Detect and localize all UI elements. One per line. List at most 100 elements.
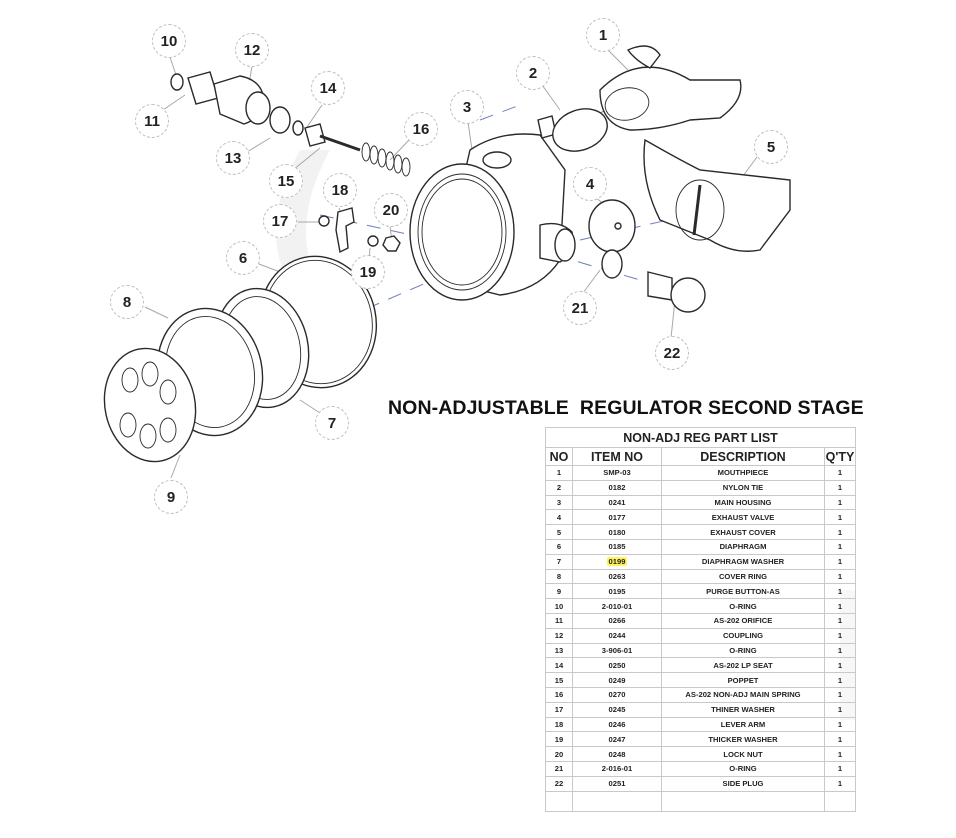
front-assembly-drawing bbox=[103, 255, 378, 463]
description-cell: PURGE BUTTON-AS bbox=[661, 583, 825, 600]
description-cell: AS-202 LP SEAT bbox=[661, 657, 825, 674]
part-no-cell: 6 bbox=[545, 538, 573, 555]
qty-cell: 1 bbox=[823, 612, 857, 629]
qty-cell: 1 bbox=[823, 494, 857, 511]
qty-cell: 1 bbox=[823, 465, 857, 481]
parts-list-table: NON-ADJ REG PART LIST NO ITEM NO DESCRIP… bbox=[544, 427, 857, 812]
item-no-cell: 2-016-01 bbox=[572, 760, 662, 777]
description-cell: POPPET bbox=[661, 672, 825, 688]
qty-cell: 1 bbox=[823, 716, 857, 733]
callout-main-housing: 3 bbox=[450, 90, 484, 124]
description-cell: MAIN HOUSING bbox=[661, 494, 825, 511]
parts-list-caption-row: NON-ADJ REG PART LIST bbox=[544, 427, 857, 448]
diagram-title: NON-ADJUSTABLE REGULATOR SECOND STAGE bbox=[388, 397, 864, 419]
qty-cell: 1 bbox=[823, 524, 857, 540]
qty-cell: 1 bbox=[823, 746, 857, 762]
item-no-cell: 3-906-01 bbox=[572, 642, 662, 659]
exhaust-cover-drawing bbox=[643, 138, 791, 252]
part-no-cell: 20 bbox=[545, 746, 573, 762]
callout-poppet: 15 bbox=[269, 164, 303, 198]
callout-main-spring: 16 bbox=[404, 112, 438, 146]
description-cell: EXHAUST COVER bbox=[661, 524, 825, 540]
callout-lp-seat: 14 bbox=[311, 71, 345, 105]
empty-cell bbox=[572, 790, 662, 812]
part-no-cell: 11 bbox=[545, 612, 573, 629]
description-cell: O-RING bbox=[661, 642, 825, 659]
qty-cell: 1 bbox=[823, 701, 857, 718]
col-header-description: DESCRIPTION bbox=[661, 447, 825, 466]
callout-nylon-tie: 2 bbox=[516, 56, 550, 90]
empty-cell bbox=[661, 790, 825, 812]
part-no-cell: 8 bbox=[545, 568, 573, 585]
qty-cell: 1 bbox=[823, 686, 857, 703]
col-header-item-no: ITEM NO bbox=[572, 447, 662, 466]
description-cell: LEVER ARM bbox=[661, 716, 825, 733]
description-cell: SIDE PLUG bbox=[661, 775, 825, 792]
part-no-cell: 15 bbox=[545, 672, 573, 688]
part-no-cell: 17 bbox=[545, 701, 573, 718]
callout-thicker-washer: 19 bbox=[351, 255, 385, 289]
callout-exhaust-valve: 4 bbox=[573, 167, 607, 201]
item-no-cell: 0251 bbox=[572, 775, 662, 792]
item-no-cell: 0182 bbox=[572, 479, 662, 496]
item-no-cell: 0266 bbox=[572, 612, 662, 629]
empty-cell bbox=[823, 790, 857, 812]
description-cell: THICKER WASHER bbox=[661, 731, 825, 748]
description-cell: O-RING bbox=[661, 598, 825, 614]
description-cell: LOCK NUT bbox=[661, 746, 825, 762]
qty-cell: 1 bbox=[823, 553, 857, 570]
callout-o-ring: 21 bbox=[563, 291, 597, 325]
qty-cell: 1 bbox=[823, 760, 857, 777]
item-no-cell: 0247 bbox=[572, 731, 662, 748]
qty-cell: 1 bbox=[823, 657, 857, 674]
qty-cell: 1 bbox=[823, 627, 857, 644]
description-cell: COUPLING bbox=[661, 627, 825, 644]
qty-cell: 1 bbox=[823, 642, 857, 659]
qty-cell: 1 bbox=[823, 568, 857, 585]
callout-exhaust-cover: 5 bbox=[754, 130, 788, 164]
callout-side-plug: 22 bbox=[655, 336, 689, 370]
qty-cell: 1 bbox=[823, 583, 857, 600]
callout-lock-nut: 20 bbox=[374, 193, 408, 227]
description-cell: NYLON TIE bbox=[661, 479, 825, 496]
callout-purge-button: 9 bbox=[154, 480, 188, 514]
highlighted-item-no: 0199 bbox=[606, 557, 628, 567]
qty-cell: 1 bbox=[823, 598, 857, 614]
qty-cell: 1 bbox=[823, 672, 857, 688]
item-no-cell: 0177 bbox=[572, 509, 662, 526]
qty-cell: 1 bbox=[823, 509, 857, 526]
item-no-cell: 0248 bbox=[572, 746, 662, 762]
callout-diaphragm-washer: 7 bbox=[315, 406, 349, 440]
lever-assembly bbox=[318, 207, 401, 254]
main-housing-drawing bbox=[409, 115, 576, 301]
col-header-qty: Q'TY bbox=[823, 447, 857, 466]
qty-cell: 1 bbox=[823, 538, 857, 555]
part-no-cell: 3 bbox=[545, 494, 573, 511]
item-no-cell: 0250 bbox=[572, 657, 662, 674]
description-cell: MOUTHPIECE bbox=[661, 465, 825, 481]
description-cell: THINER WASHER bbox=[661, 701, 825, 718]
item-no-cell: 0245 bbox=[572, 701, 662, 718]
exhaust-valve-drawing bbox=[588, 199, 706, 313]
parts-list-caption: NON-ADJ REG PART LIST bbox=[544, 427, 857, 448]
description-cell: AS-202 NON-ADJ MAIN SPRING bbox=[661, 686, 825, 703]
callout-diaphragm: 6 bbox=[226, 241, 260, 275]
callout-orifice: 11 bbox=[135, 104, 169, 138]
item-no-cell: 0263 bbox=[572, 568, 662, 585]
description-cell: EXHAUST VALVE bbox=[661, 509, 825, 526]
callout-coupling: 12 bbox=[235, 33, 269, 67]
